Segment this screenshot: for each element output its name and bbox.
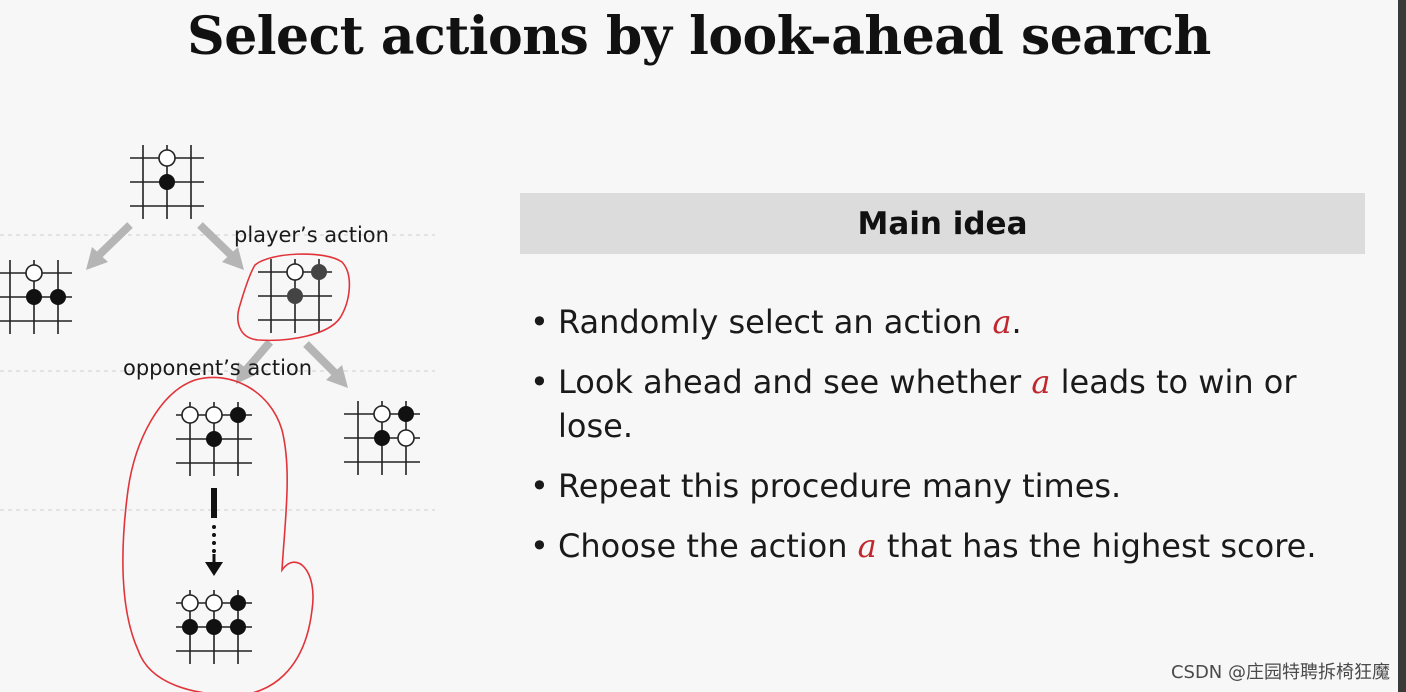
annotation-loop-opponent (122, 376, 314, 692)
bullet-marker: • (530, 527, 549, 565)
list-item-text: Randomly select an action a. (558, 303, 1022, 341)
variable-a: a (1031, 363, 1051, 401)
board-opponent-right (344, 401, 420, 475)
main-idea-list: • Randomly select an action a. • Look ah… (530, 300, 1370, 584)
list-item-text: Repeat this procedure many times. (558, 467, 1122, 505)
board-terminal (176, 590, 252, 664)
opponent-action-label: opponent’s action (123, 356, 313, 380)
game-tree-svg (0, 145, 435, 692)
list-item-text: Look ahead and see whether a leads to wi… (558, 363, 1297, 445)
bullet-marker: • (530, 303, 549, 341)
list-item: • Choose the action a that has the highe… (530, 524, 1370, 568)
bullet-marker: • (530, 467, 549, 505)
list-item: • Look ahead and see whether a leads to … (530, 360, 1370, 448)
board-left-child (0, 260, 72, 334)
annotation-circle-player (237, 253, 351, 342)
list-item-text: Choose the action a that has the highest… (558, 527, 1317, 565)
board-opponent-left (176, 402, 252, 476)
list-item: • Randomly select an action a. (530, 300, 1370, 344)
board-root (130, 145, 204, 219)
tree-arrows (86, 222, 348, 388)
level-separators (0, 234, 435, 511)
window-edge (1398, 0, 1406, 692)
main-idea-title: Main idea (857, 205, 1028, 242)
variable-a: a (992, 303, 1012, 341)
board-player-action (258, 259, 332, 333)
player-action-label: player’s action (234, 223, 389, 247)
bullet-marker: • (530, 363, 549, 401)
playout-arrow (205, 488, 223, 576)
watermark: CSDN @庄园特聘拆椅狂魔 (1170, 662, 1390, 683)
main-idea-header: Main idea (520, 193, 1365, 254)
slide-title: Select actions by look-ahead search (187, 6, 1211, 67)
list-item: • Repeat this procedure many times. (530, 464, 1370, 508)
game-tree-diagram: player’s action opponent’s action (0, 130, 440, 692)
variable-a: a (857, 527, 877, 565)
